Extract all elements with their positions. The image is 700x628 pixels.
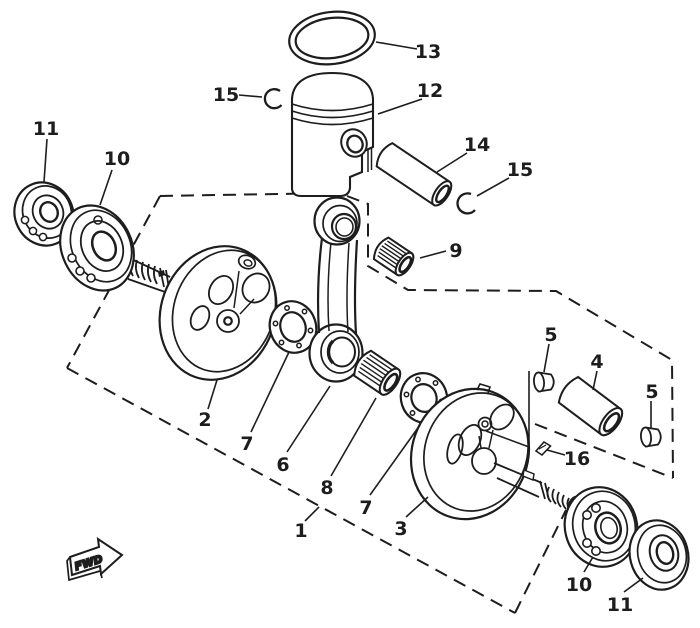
crank-pin-boss <box>237 254 257 270</box>
callout-4: 4 <box>590 351 603 373</box>
assembly-outline-dashed <box>66 192 674 614</box>
leader-13 <box>375 41 418 50</box>
crank-pin-hole <box>477 416 493 432</box>
inset-box-bottom-edge <box>534 423 674 479</box>
callout-13: 13 <box>415 41 441 63</box>
spacer-collar <box>557 375 624 437</box>
ball-bearing-right <box>563 486 639 568</box>
leader-15-right <box>476 177 510 197</box>
leader-16 <box>546 449 566 456</box>
piston <box>290 71 375 198</box>
woodruff-key <box>534 440 552 457</box>
callout-7-left: 7 <box>240 433 253 455</box>
callout-5-right: 5 <box>645 381 658 403</box>
ring-grooves <box>291 103 374 126</box>
callout-15-left: 15 <box>213 84 239 106</box>
callout-2: 2 <box>198 409 211 431</box>
leader-3 <box>405 496 429 518</box>
lightening-hole <box>241 272 271 304</box>
leader-11-right <box>623 577 644 593</box>
lightening-hole <box>489 403 515 431</box>
callout-10-left: 10 <box>104 148 130 170</box>
shaft-keyway-slot <box>522 469 535 481</box>
leader-7-right <box>369 424 421 496</box>
center-boss <box>471 447 497 475</box>
callout-11-right: 11 <box>607 594 633 616</box>
leader-4 <box>592 370 598 391</box>
circlip-left <box>263 88 283 110</box>
callout-8: 8 <box>320 477 333 499</box>
callout-15-right: 15 <box>507 159 533 181</box>
leader-5-left <box>543 343 550 373</box>
leader-6 <box>286 385 331 453</box>
leader-15-left <box>238 94 263 98</box>
callout-11-left: 11 <box>33 118 59 140</box>
roller-bearing-left <box>13 181 75 247</box>
leader-10-left <box>99 169 113 206</box>
callout-9: 9 <box>449 240 462 262</box>
leader-9 <box>419 250 447 259</box>
leader-12 <box>377 98 423 115</box>
dowel-pin-left <box>533 371 555 393</box>
callout-3: 3 <box>394 518 407 540</box>
connecting-rod <box>308 196 364 383</box>
main-box-left-edge <box>66 195 161 369</box>
callout-5-left: 5 <box>544 324 557 346</box>
circlip-right <box>456 192 476 215</box>
callout-labels: 13 12 15 14 15 9 11 10 2 7 6 8 7 3 1 5 4… <box>33 41 659 616</box>
lightening-hole <box>446 433 464 465</box>
piston-ring <box>288 10 376 66</box>
callout-16: 16 <box>564 448 590 470</box>
leader-7-left <box>250 351 290 433</box>
rim-notch <box>476 383 492 394</box>
leader-8 <box>330 397 377 477</box>
dowel-pin-right <box>640 426 662 448</box>
lightening-hole <box>207 274 235 306</box>
fwd-arrow-side <box>66 556 103 582</box>
install-position-bracket <box>485 371 530 452</box>
leader-1 <box>304 506 320 522</box>
roller-bearing-right <box>628 519 690 591</box>
main-box-top-edge <box>159 192 335 197</box>
fwd-arrow-face <box>68 536 124 577</box>
ball-bearing-left <box>59 204 135 292</box>
small-end-bearing <box>372 236 415 277</box>
rod-shaft <box>316 237 324 334</box>
fwd-arrow: FWD <box>66 536 124 582</box>
callout-6: 6 <box>276 454 289 476</box>
lightening-hole <box>189 305 211 331</box>
callout-10-right: 10 <box>566 574 592 596</box>
callout-leader-lines <box>43 41 652 593</box>
leader-10-right <box>583 556 594 573</box>
main-box-right-edge <box>514 509 567 614</box>
piston-pin <box>375 141 453 207</box>
leader-14 <box>436 152 468 173</box>
main-box-bottom-edge <box>66 367 516 614</box>
center-boss <box>216 309 240 333</box>
callout-7-right: 7 <box>359 497 372 519</box>
leader-2 <box>207 379 218 410</box>
keyway-mark <box>158 270 165 277</box>
thrust-washer-left <box>268 300 318 354</box>
main-box-jog-and-inset-top <box>346 195 674 479</box>
callout-12: 12 <box>417 80 443 102</box>
leader-11-left <box>43 138 48 183</box>
callout-14: 14 <box>464 134 490 156</box>
crank-wheel-right <box>409 383 579 521</box>
callout-1: 1 <box>294 520 307 542</box>
big-end-bearing <box>353 349 402 396</box>
crank-wheel-left <box>124 245 278 381</box>
